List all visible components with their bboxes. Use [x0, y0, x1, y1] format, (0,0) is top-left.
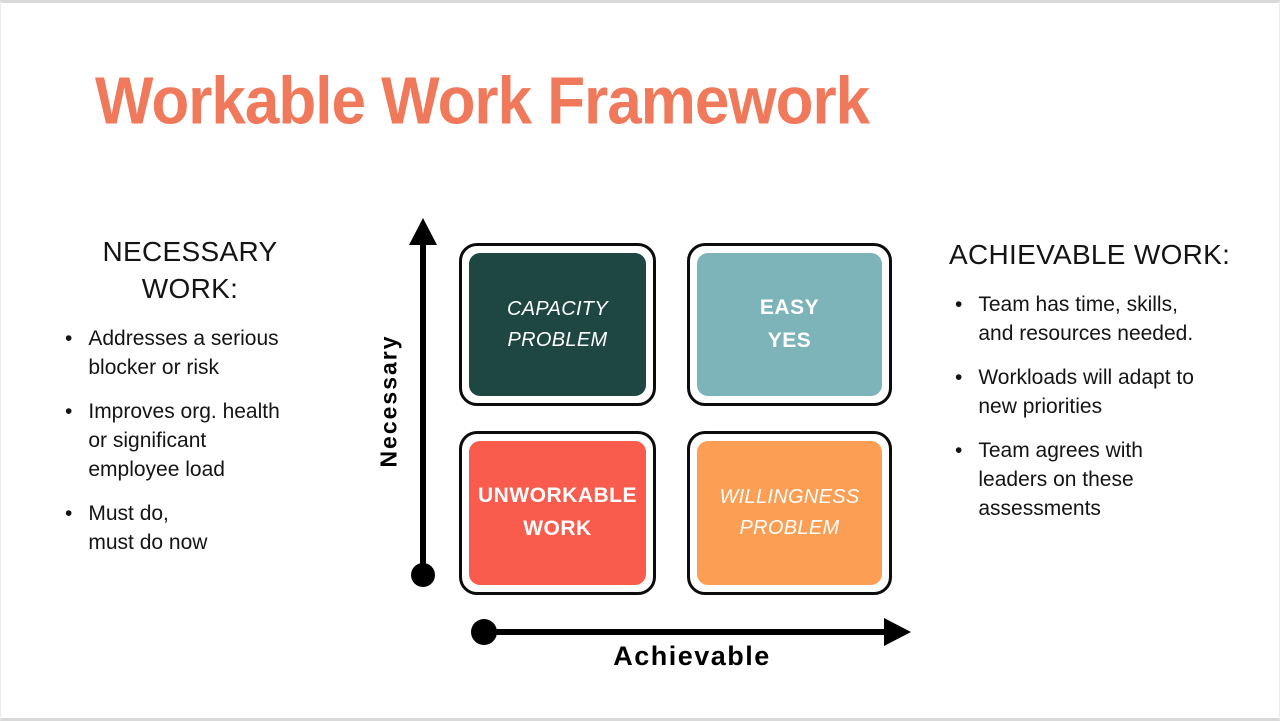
x-axis-origin-dot-icon: [471, 619, 497, 645]
x-axis-arrowhead-icon: [884, 618, 911, 646]
y-axis-line: [420, 235, 426, 571]
x-axis-line: [483, 629, 887, 635]
quadrant-unworkable-work: UNWORKABLE WORK: [459, 431, 656, 595]
list-item: Must do, must do now: [57, 500, 323, 558]
slide-title: Workable Work Framework: [95, 64, 870, 139]
necessary-work-heading: NECESSARY WORK:: [102, 236, 278, 305]
list-item: Workloads will adapt to new priorities: [949, 364, 1249, 422]
bullet-dot-icon: [955, 437, 962, 524]
quadrant-label: EASY YES: [697, 253, 882, 396]
necessary-work-list: Addresses a serious blocker or risk Impr…: [57, 325, 323, 558]
list-item: Improves org. health or significant empl…: [57, 398, 323, 485]
achievable-work-list: Team has time, skills, and resources nee…: [949, 291, 1249, 524]
bullet-dot-icon: [955, 291, 962, 349]
list-item-text: Team agrees with leaders on these assess…: [978, 439, 1143, 521]
necessary-work-panel: NECESSARY WORK: Addresses a serious bloc…: [57, 233, 323, 573]
x-axis-label: Achievable: [613, 641, 771, 671]
list-item: Team has time, skills, and resources nee…: [949, 291, 1249, 349]
bullet-dot-icon: [65, 325, 72, 383]
quadrant-label: UNWORKABLE WORK: [469, 441, 646, 585]
bullet-dot-icon: [65, 500, 72, 558]
list-item: Team agrees with leaders on these assess…: [949, 437, 1249, 524]
list-item-text: Workloads will adapt to new priorities: [978, 366, 1194, 419]
y-axis-label: Necessary: [375, 334, 402, 468]
achievable-work-panel: ACHIEVABLE WORK: Team has time, skills, …: [949, 236, 1249, 539]
achievable-work-heading: ACHIEVABLE WORK:: [949, 239, 1231, 270]
quadrant-willingness-problem: WILLINGNESS PROBLEM: [687, 431, 892, 595]
quadrant-label: WILLINGNESS PROBLEM: [697, 441, 882, 585]
bullet-dot-icon: [65, 398, 72, 485]
list-item-text: Team has time, skills, and resources nee…: [978, 293, 1194, 346]
list-item-text: Addresses a serious blocker or risk: [88, 327, 279, 380]
list-item-text: Improves org. health or significant empl…: [88, 400, 280, 482]
y-axis-arrowhead-icon: [409, 218, 437, 245]
list-item: Addresses a serious blocker or risk: [57, 325, 323, 383]
list-item-text: Must do, must do now: [88, 502, 208, 555]
quadrant-capacity-problem: CAPACITY PROBLEM: [459, 243, 656, 406]
bullet-dot-icon: [955, 364, 962, 422]
quadrant-label: CAPACITY PROBLEM: [469, 253, 646, 396]
quadrant-easy-yes: EASY YES: [687, 243, 892, 406]
y-axis-origin-dot-icon: [411, 563, 435, 587]
